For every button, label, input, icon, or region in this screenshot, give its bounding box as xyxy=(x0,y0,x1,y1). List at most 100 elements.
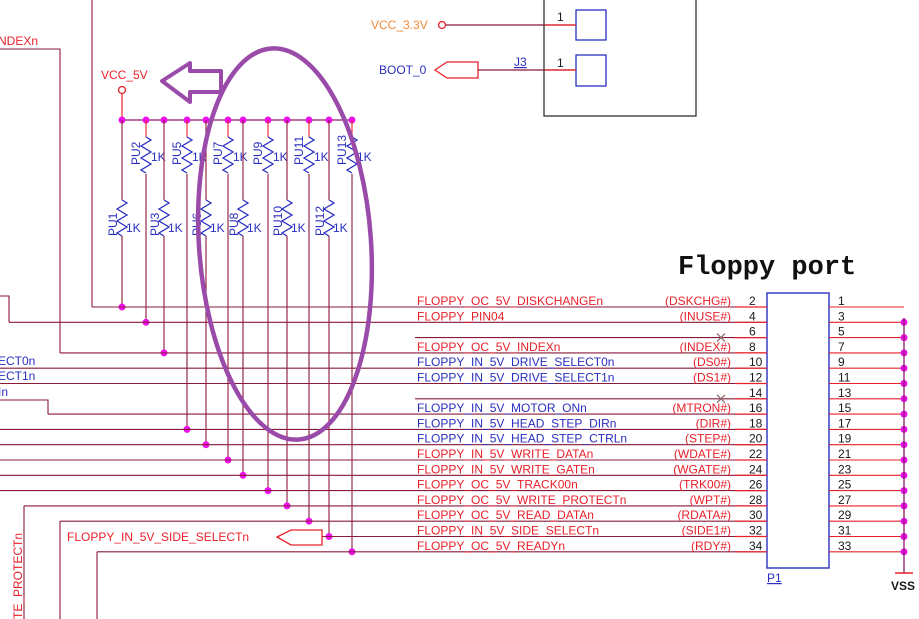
jumper-pin-2-label: 1 xyxy=(557,56,564,70)
resistor-value: 1K xyxy=(314,150,329,164)
signal-label: (MTRON#) xyxy=(672,401,731,415)
resistor-icon xyxy=(236,199,250,237)
resistor-value: 1K xyxy=(357,150,372,164)
pin-number-31: 31 xyxy=(838,524,852,538)
net-wire xyxy=(0,48,61,353)
signal-label: (DSKCHG#) xyxy=(665,294,731,308)
page-title: Floppy port xyxy=(678,253,856,283)
net-label: FLOPPY_OC_5V_TRACK00n xyxy=(417,478,578,492)
jumper-pin-1-label: 1 xyxy=(557,10,564,24)
pin-number-19: 19 xyxy=(838,432,852,446)
no-connect-icon xyxy=(716,333,726,343)
pin-number-24: 24 xyxy=(749,462,763,476)
pin-number-11: 11 xyxy=(838,371,851,385)
pin-number-1: 1 xyxy=(838,294,845,308)
net-label: FLOPPY_OC_5V_READ_DATAn xyxy=(417,508,594,522)
resistor-icon xyxy=(302,136,316,174)
side-select-port-label: FLOPPY_IN_5V_SIDE_SELECTn xyxy=(67,530,249,544)
pin-number-29: 29 xyxy=(838,508,852,522)
pin-number-25: 25 xyxy=(838,478,852,492)
resistor-icon xyxy=(115,199,129,237)
pin-number-12: 12 xyxy=(749,371,763,385)
resistor-ref: PU11 xyxy=(292,136,306,165)
net-label: FLOPPY_IN_5V_DRIVE_SELECT0n xyxy=(417,355,614,369)
left-label-select1: ECT1n xyxy=(0,369,35,383)
pin-number-5: 5 xyxy=(838,325,845,339)
signal-label: (WDATE#) xyxy=(674,447,731,461)
resistor-value: 1K xyxy=(210,221,225,235)
resistor-ref: PU5 xyxy=(170,141,184,165)
pin-number-34: 34 xyxy=(749,539,763,553)
net-label: FLOPPY_IN_5V_DRIVE_SELECT1n xyxy=(417,371,614,385)
pin-number-26: 26 xyxy=(749,478,763,492)
resistor-ref: PU1 xyxy=(106,212,120,236)
pin-number-10: 10 xyxy=(749,355,763,369)
resistor-icon xyxy=(199,199,213,237)
resistor-ref: PU2 xyxy=(129,141,143,165)
resistor-icon xyxy=(261,136,275,174)
resistor-ref: PU10 xyxy=(271,206,285,236)
annotation-circle xyxy=(195,46,375,442)
resistor-value: 1K xyxy=(168,221,183,235)
vcc33-port-icon xyxy=(437,20,447,30)
resistor-icon xyxy=(180,136,194,174)
net-label: FLOPPY_IN_5V_MOTOR_ONn xyxy=(417,401,587,415)
signal-label: (INDEX#) xyxy=(680,340,731,354)
pin-number-21: 21 xyxy=(838,447,852,461)
pin-number-13: 13 xyxy=(838,386,852,400)
vcc5-port-icon xyxy=(117,85,127,95)
resistor-ref: PU12 xyxy=(313,206,327,236)
pin-number-17: 17 xyxy=(838,416,852,430)
jumper-body xyxy=(543,0,697,117)
net-wire xyxy=(0,295,10,323)
pin-number-32: 32 xyxy=(749,524,763,538)
resistor-icon xyxy=(345,136,359,174)
pin-number-2: 2 xyxy=(749,294,756,308)
pin-number-15: 15 xyxy=(838,401,852,415)
pin-number-8: 8 xyxy=(749,340,756,354)
net-label: FLOPPY_PIN04 xyxy=(417,309,505,323)
resistor-value: 1K xyxy=(247,221,262,235)
vcc5-label: VCC_5V xyxy=(101,68,148,82)
net-label: FLOPPY_OC_5V_DISKCHANGEn xyxy=(417,294,603,308)
no-connect-icon xyxy=(716,394,726,404)
signal-label: (DS0#) xyxy=(693,355,731,369)
net-label: FLOPPY_IN_5V_HEAD_STEP_CTRLn xyxy=(417,432,627,446)
signal-label: (RDATA#) xyxy=(677,508,731,522)
side-select-port-icon xyxy=(275,529,323,546)
resistor-icon xyxy=(157,199,171,237)
pin-number-20: 20 xyxy=(749,432,763,446)
boot0-label: BOOT_0 xyxy=(379,63,427,77)
signal-label: (RDY#) xyxy=(691,539,731,553)
boot0-port-icon xyxy=(433,61,479,79)
resistor-value: 1K xyxy=(291,221,306,235)
resistor-ref: PU8 xyxy=(227,212,241,236)
pin-number-22: 22 xyxy=(749,447,763,461)
vcc33-label: VCC_3.3V xyxy=(371,18,428,32)
pin-number-16: 16 xyxy=(749,401,763,415)
net-label: FLOPPY_IN_5V_SIDE_SELECTn xyxy=(417,524,599,538)
net-label: FLOPPY_IN_5V_WRITE_DATAn xyxy=(417,447,593,461)
connector-ref: P1 xyxy=(767,571,782,585)
signal-label: (DIR#) xyxy=(696,416,731,430)
pin-number-4: 4 xyxy=(749,309,756,323)
signal-label: (WGATE#) xyxy=(673,462,731,476)
resistor-ref: PU9 xyxy=(251,141,265,165)
resistor-ref: PU13 xyxy=(335,135,349,165)
pin-number-7: 7 xyxy=(838,340,845,354)
resistor-icon xyxy=(221,136,235,174)
jumper-pin-2-box xyxy=(575,54,607,87)
left-label-indexn: NDEXn xyxy=(0,34,38,48)
left-wires xyxy=(0,0,415,619)
pin-number-18: 18 xyxy=(749,416,763,430)
pin-number-23: 23 xyxy=(838,462,852,476)
pin-number-14: 14 xyxy=(749,386,763,400)
resistor-value: 1K xyxy=(126,221,141,235)
jumper-pin-1-box xyxy=(575,9,607,41)
resistor-ref: PU7 xyxy=(211,141,225,165)
resistor-icon xyxy=(322,199,336,237)
signal-label: (INUSE#) xyxy=(680,309,731,323)
left-label-select0: ECT0n xyxy=(0,354,35,368)
pin-number-9: 9 xyxy=(838,355,845,369)
